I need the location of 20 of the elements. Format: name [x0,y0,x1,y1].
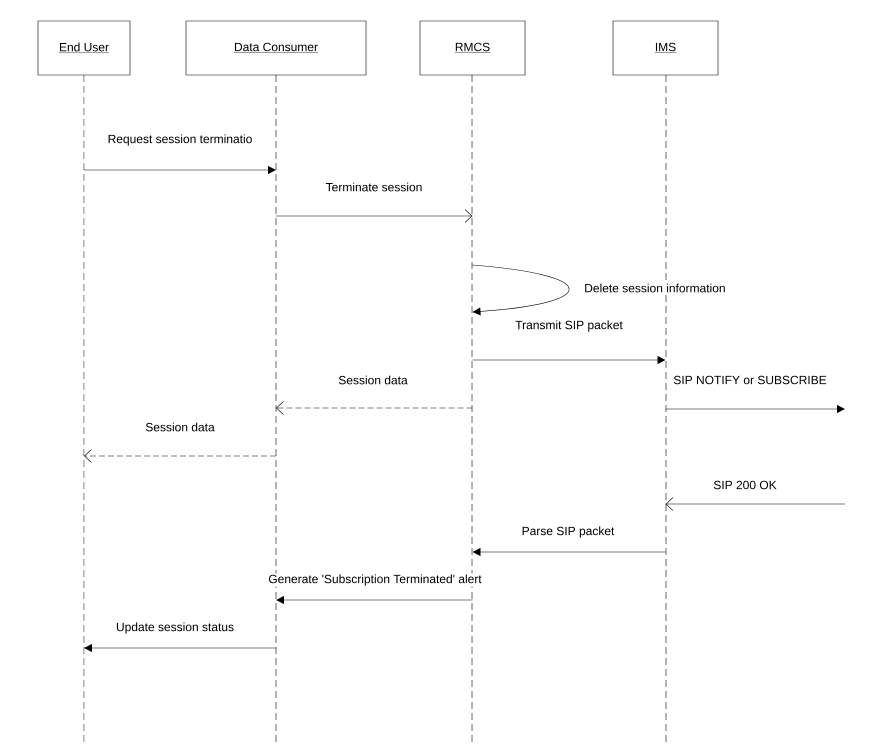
message-arrow [472,264,570,316]
message-label: SIP NOTIFY or SUBSCRIBE [672,374,828,386]
lifeline-box: IMS [612,20,718,76]
message-arrow [666,497,846,511]
message-label: Delete session information [583,282,727,294]
message-label: Session data [337,374,409,386]
message-label: Session data [144,422,216,432]
message-arrow [84,449,276,463]
lifeline-box: Data Consumer [186,20,366,76]
message-label: Parse SIP packet [520,525,616,539]
message-label: Request session terminatio [106,133,254,147]
message-label: Terminate session [324,182,424,192]
message-label: Generate 'Subscription Terminated' alert [267,573,483,587]
lifeline-box: End User [38,20,130,76]
lifeline-box: RMCS [420,20,526,76]
message-arrow [276,209,472,223]
message-label: SIP 200 OK [712,480,778,490]
message-arrow [276,401,473,415]
message-label: Update session status [114,621,236,635]
message-label: Transmit SIP packet [514,319,624,333]
